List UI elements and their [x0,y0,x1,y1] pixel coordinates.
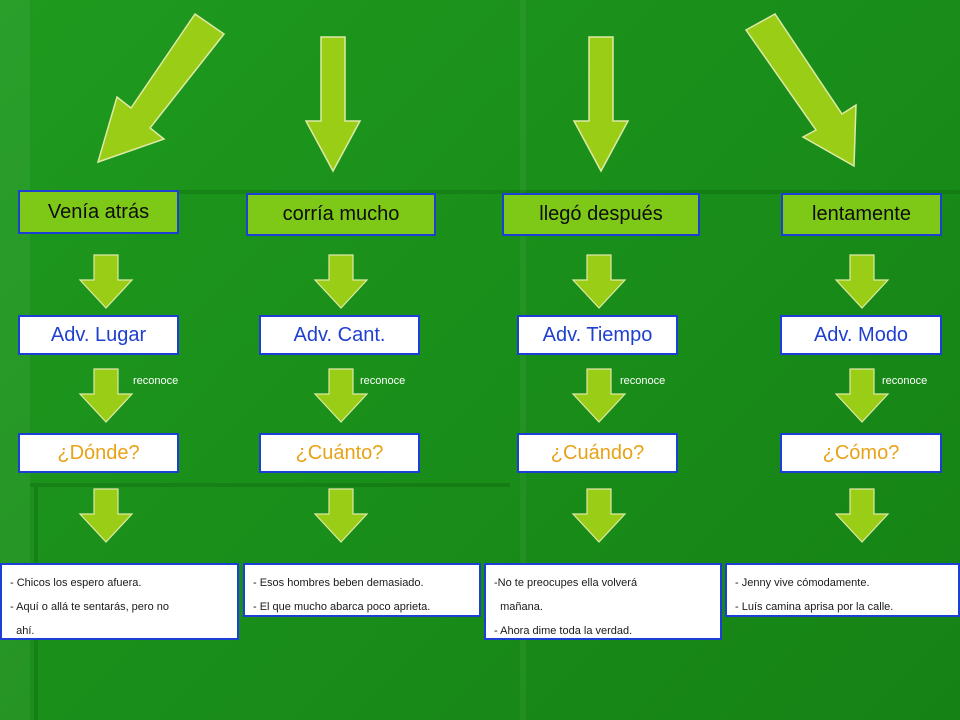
small-arrow-1c [78,488,134,543]
phrase-box-1: Venía atrás [18,190,179,234]
small-arrow-2c [313,488,369,543]
phrase-box-2: corría mucho [246,193,436,236]
phrase-box-4: lentamente [781,193,942,236]
small-arrow-1a [78,254,134,309]
category-box-3: Adv. Tiempo [517,315,678,355]
examples-box-1: - Chicos los espero afuera. - Aquí o all… [0,563,239,640]
example-line: - Aquí o allá te sentarás, pero no [10,601,169,613]
category-box-2: Adv. Cant. [259,315,420,355]
small-arrow-2b [313,368,369,423]
phrase-box-3: llegó después [502,193,700,236]
question-box-4: ¿Cómo? [780,433,942,473]
examples-box-2: - Esos hombres beben demasiado. - El que… [243,563,481,617]
examples-box-3: -No te preocupes ella volverá mañana. - … [484,563,722,640]
example-line: - Luís camina aprisa por la calle. [735,601,894,613]
question-box-1: ¿Dónde? [18,433,179,473]
example-line: - Esos hombres beben demasiado. [253,577,424,589]
example-line: - El que mucho abarca poco aprieta. [253,601,431,613]
example-line: -No te preocupes ella volverá [494,577,638,589]
category-box-4: Adv. Modo [780,315,942,355]
example-line: mañana. [494,601,543,613]
small-arrow-4c [834,488,890,543]
small-arrow-3b [571,368,627,423]
small-arrow-4a [834,254,890,309]
big-arrow-4 [744,13,857,168]
small-arrow-2a [313,254,369,309]
big-arrow-3 [572,36,630,173]
question-box-3: ¿Cuándo? [517,433,678,473]
small-arrow-3c [571,488,627,543]
example-line: - Ahora dime toda la verdad. [494,625,633,637]
connector-label-1: reconoce [133,375,179,387]
connector-label-3: reconoce [620,375,666,387]
connector-label-2: reconoce [360,375,406,387]
small-arrow-1b [78,368,134,423]
category-box-1: Adv. Lugar [18,315,179,355]
small-arrow-3a [571,254,627,309]
question-box-2: ¿Cuánto? [259,433,420,473]
example-line: ahí. [10,625,35,637]
big-arrow-1 [96,12,226,164]
big-arrow-2 [304,36,362,173]
examples-box-4: - Jenny vive cómodamente. - Luís camina … [725,563,960,617]
example-line: - Chicos los espero afuera. [10,577,142,589]
connector-label-4: reconoce [882,375,928,387]
small-arrow-4b [834,368,890,423]
example-line: - Jenny vive cómodamente. [735,577,870,589]
